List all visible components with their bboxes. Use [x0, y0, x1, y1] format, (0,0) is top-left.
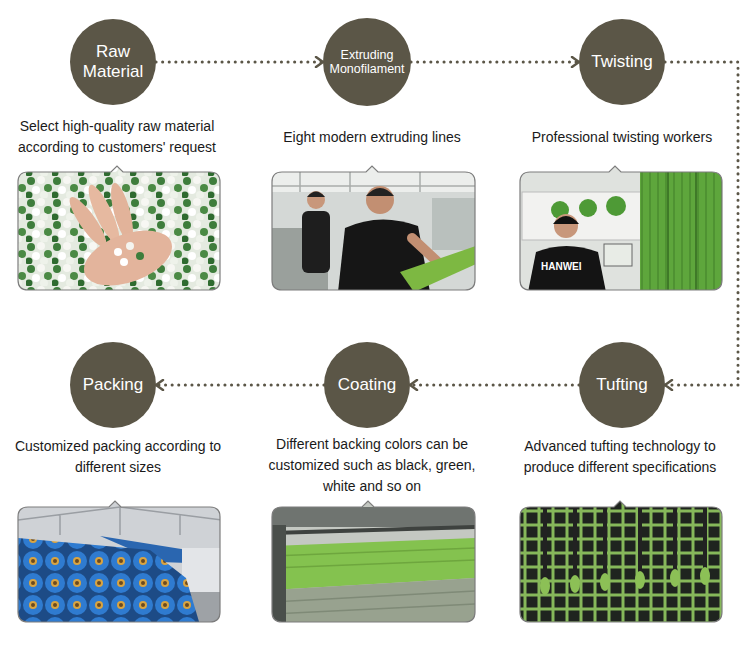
process-circle: Twisting: [579, 19, 665, 105]
yarn-spool: [606, 196, 626, 216]
photo-frame: [18, 166, 220, 290]
photo-frame: [520, 166, 722, 290]
roll-edge: [668, 172, 696, 290]
worker-hair: [307, 192, 325, 198]
yarn-loop: [635, 571, 645, 589]
shirt-logo: HANWEI: [541, 261, 582, 272]
yarn-loop: [600, 573, 610, 591]
flow-arrow: [156, 384, 324, 387]
flow-arrow: [156, 61, 323, 64]
step-caption: Eight modern extruding lines: [265, 127, 480, 148]
machine: [432, 198, 476, 250]
turf-roll: [640, 172, 722, 290]
yarn-loop: [570, 575, 580, 593]
yarn-loop: [540, 577, 550, 595]
yarn-loop: [700, 567, 710, 585]
process-circle: Raw Material: [70, 19, 156, 105]
ceiling-beam: [272, 160, 476, 192]
machine-frame: [272, 525, 286, 625]
step-name: Coating: [338, 375, 397, 395]
node-text-box: Packing: [83, 375, 143, 395]
warehouse-wall: [18, 495, 222, 625]
node-text-box: Coating: [338, 375, 397, 395]
photo-frame: [18, 501, 220, 622]
node-text-box: Twisting: [591, 52, 652, 72]
extruding-photo: [272, 160, 476, 292]
node-text-box: Tufting: [596, 375, 647, 395]
coating-photo: [272, 495, 476, 625]
step-name: Extruding Monofilament: [327, 48, 407, 77]
factory-ceiling: [272, 160, 476, 192]
worker-shirt: [528, 246, 606, 292]
step-caption: Professional twisting workers: [515, 127, 730, 148]
worker-head: [366, 186, 394, 214]
mesh-line: [272, 591, 476, 614]
flow-arrow: [410, 384, 579, 387]
yarn-loop: [670, 569, 680, 587]
photo-frame: [520, 501, 722, 622]
pellet: [120, 258, 128, 266]
turf-stripe: [272, 548, 476, 568]
pellet: [114, 248, 122, 256]
factory-wall: [272, 160, 476, 292]
step-name: Tufting: [596, 375, 647, 395]
circle-fill: [579, 19, 665, 105]
worker-hair: [553, 216, 579, 224]
worker-head: [307, 191, 325, 209]
circle-fill: [70, 19, 156, 105]
roof-truss: [18, 507, 222, 535]
roller: [272, 527, 476, 533]
machine-beam: [272, 507, 476, 527]
step-caption: Customized packing according to differen…: [12, 436, 224, 478]
worker-head: [554, 214, 578, 238]
worker-hair: [366, 188, 394, 196]
circle-fill: [323, 18, 411, 106]
step-name: Packing: [83, 375, 143, 395]
flow-arrow: [411, 61, 579, 64]
process-circle: Coating: [324, 342, 410, 428]
twisting-machine: [522, 192, 642, 240]
process-circle: Extruding Monofilament: [323, 18, 411, 106]
step-name: Twisting: [591, 52, 652, 72]
flow-arrow: [665, 62, 738, 385]
step-caption: Different backing colors can be customiz…: [261, 434, 483, 497]
photo-frame: [272, 501, 475, 622]
step-caption: Select high-quality raw material accordi…: [8, 116, 226, 158]
pellet: [126, 242, 134, 250]
hand-palm: [77, 220, 180, 297]
circle-fill: [324, 342, 410, 428]
photo-frame: [272, 166, 475, 290]
packing-photo: [18, 495, 222, 625]
process-circle: Packing: [70, 342, 156, 428]
backing-mesh: [272, 578, 476, 625]
roll-stack: [18, 538, 200, 625]
control-screen: [604, 244, 632, 266]
process-circle: Tufting: [579, 342, 665, 428]
tufting-photo: [520, 495, 724, 625]
raw-material-photo: [18, 160, 222, 296]
circle-fill: [579, 342, 665, 428]
tufting-needle: [545, 500, 705, 580]
circle-fill: [70, 342, 156, 428]
factory-wall: [520, 160, 724, 292]
factory-wall: [272, 495, 476, 625]
twisting-photo: [520, 160, 724, 292]
node-text-box: Raw Material: [73, 42, 153, 81]
worker-shirt: [302, 211, 330, 273]
node-text-box: Extruding Monofilament: [327, 48, 407, 77]
yarn-spool: [579, 199, 597, 217]
monofilament-band: [400, 246, 476, 292]
pellet: [136, 252, 144, 260]
step-caption: Advanced tufting technology to produce d…: [513, 436, 728, 478]
tufting-grid: [520, 495, 724, 625]
step-name: Raw Material: [73, 42, 153, 81]
